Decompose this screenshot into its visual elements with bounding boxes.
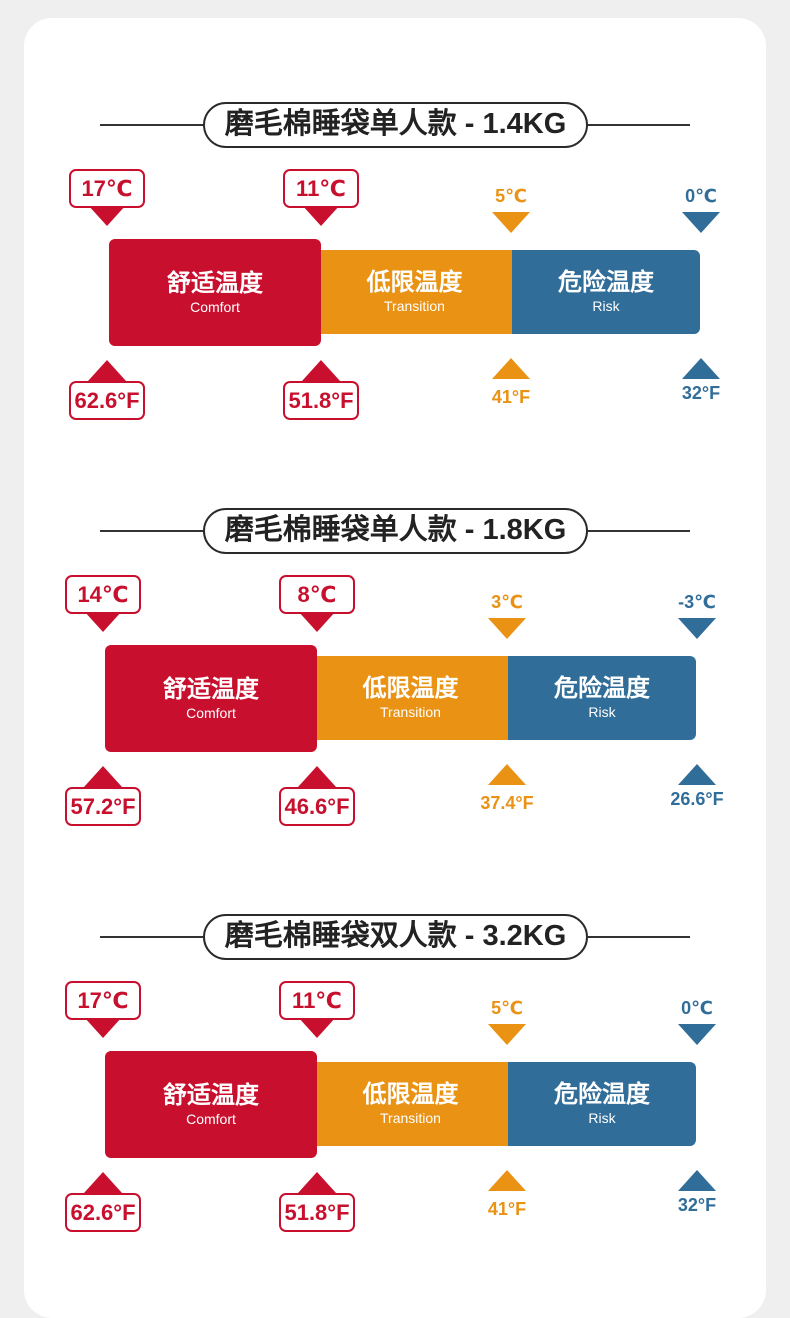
risk-label-en: Risk <box>592 298 620 314</box>
comfort-upper-celsius: 17℃ <box>65 981 141 1020</box>
comfort-lower-celsius: 11℃ <box>283 169 359 208</box>
transition-label-en: Transition <box>380 704 441 720</box>
comfort-lower-fahrenheit: 51.8°F <box>279 1193 355 1232</box>
risk-label-en: Risk <box>588 1110 616 1126</box>
comfort-label-en: Comfort <box>186 704 236 721</box>
down-arrow-icon <box>84 611 122 632</box>
risk-zone: 危险温度 Risk <box>512 250 700 334</box>
transition-label-en: Transition <box>380 1110 441 1126</box>
transition-lower-celsius: 3℃ <box>491 592 523 612</box>
up-arrow-icon <box>678 764 716 785</box>
up-arrow-icon <box>298 766 336 787</box>
down-arrow-icon <box>678 1024 716 1045</box>
comfort-label-cn: 舒适温度 <box>167 269 263 297</box>
comfort-lower-fahrenheit: 51.8°F <box>283 381 359 420</box>
transition-zone: 低限温度 Transition <box>317 250 512 334</box>
comfort-upper-fahrenheit: 62.6°F <box>65 1193 141 1232</box>
transition-label-en: Transition <box>384 298 445 314</box>
down-arrow-icon <box>488 618 526 639</box>
risk-label-cn: 危险温度 <box>554 1081 650 1108</box>
comfort-zone: 舒适温度 Comfort <box>105 1051 317 1158</box>
down-arrow-icon <box>88 205 126 226</box>
comfort-lower-celsius: 8℃ <box>279 575 355 614</box>
up-arrow-icon <box>84 1172 122 1193</box>
transition-label-cn: 低限温度 <box>362 1081 459 1108</box>
transition-lower-celsius: 5℃ <box>491 998 523 1018</box>
risk-zone: 危险温度 Risk <box>508 656 696 740</box>
up-arrow-icon <box>678 1170 716 1191</box>
comfort-lower-fahrenheit: 46.6°F <box>279 787 355 826</box>
transition-lower-fahrenheit: 37.4°F <box>480 793 534 813</box>
down-arrow-icon <box>488 1024 526 1045</box>
risk-label-cn: 危险温度 <box>558 269 654 296</box>
transition-zone: 低限温度 Transition <box>313 656 508 740</box>
transition-zone: 低限温度 Transition <box>313 1062 508 1146</box>
down-arrow-icon <box>84 1017 122 1038</box>
risk-celsius: -3℃ <box>678 592 716 612</box>
up-arrow-icon <box>88 360 126 381</box>
comfort-label-en: Comfort <box>190 298 240 315</box>
risk-celsius: 0℃ <box>681 998 713 1018</box>
risk-fahrenheit: 32°F <box>681 383 721 403</box>
comfort-upper-fahrenheit: 57.2°F <box>65 787 141 826</box>
up-arrow-icon <box>492 358 530 379</box>
up-arrow-icon <box>488 764 526 785</box>
risk-fahrenheit: 32°F <box>677 1195 717 1215</box>
down-arrow-icon <box>682 212 720 233</box>
section-title: 磨毛棉睡袋单人款 - 1.8KG <box>203 508 588 554</box>
risk-fahrenheit: 26.6°F <box>670 789 724 809</box>
up-arrow-icon <box>298 1172 336 1193</box>
temperature-section: 磨毛棉睡袋单人款 - 1.8KG 14℃ 8℃ 3℃ -3℃ 低限温度 Tran… <box>0 508 790 838</box>
comfort-label-cn: 舒适温度 <box>163 675 259 703</box>
risk-celsius: 0℃ <box>685 186 717 206</box>
comfort-zone: 舒适温度 Comfort <box>109 239 321 346</box>
transition-label-cn: 低限温度 <box>362 675 459 702</box>
down-arrow-icon <box>678 618 716 639</box>
risk-label-cn: 危险温度 <box>554 675 650 702</box>
comfort-upper-fahrenheit: 62.6°F <box>69 381 145 420</box>
comfort-zone: 舒适温度 Comfort <box>105 645 317 752</box>
up-arrow-icon <box>84 766 122 787</box>
up-arrow-icon <box>488 1170 526 1191</box>
down-arrow-icon <box>492 212 530 233</box>
comfort-label-en: Comfort <box>186 1110 236 1127</box>
risk-label-en: Risk <box>588 704 616 720</box>
down-arrow-icon <box>298 1017 336 1038</box>
comfort-lower-celsius: 11℃ <box>279 981 355 1020</box>
up-arrow-icon <box>302 360 340 381</box>
down-arrow-icon <box>298 611 336 632</box>
comfort-upper-celsius: 17℃ <box>69 169 145 208</box>
down-arrow-icon <box>302 205 340 226</box>
temperature-section: 磨毛棉睡袋双人款 - 3.2KG 17℃ 11℃ 5℃ 0℃ 低限温度 Tran… <box>0 914 790 1244</box>
up-arrow-icon <box>682 358 720 379</box>
transition-label-cn: 低限温度 <box>366 269 463 296</box>
section-title: 磨毛棉睡袋双人款 - 3.2KG <box>203 914 588 960</box>
transition-lower-fahrenheit: 41°F <box>491 387 531 407</box>
transition-lower-celsius: 5℃ <box>495 186 527 206</box>
temperature-section: 磨毛棉睡袋单人款 - 1.4KG 17℃ 11℃ 5℃ 0℃ 低限温度 Tran… <box>0 102 790 432</box>
section-title: 磨毛棉睡袋单人款 - 1.4KG <box>203 102 588 148</box>
comfort-upper-celsius: 14℃ <box>65 575 141 614</box>
transition-lower-fahrenheit: 41°F <box>487 1199 527 1219</box>
risk-zone: 危险温度 Risk <box>508 1062 696 1146</box>
comfort-label-cn: 舒适温度 <box>163 1081 259 1109</box>
